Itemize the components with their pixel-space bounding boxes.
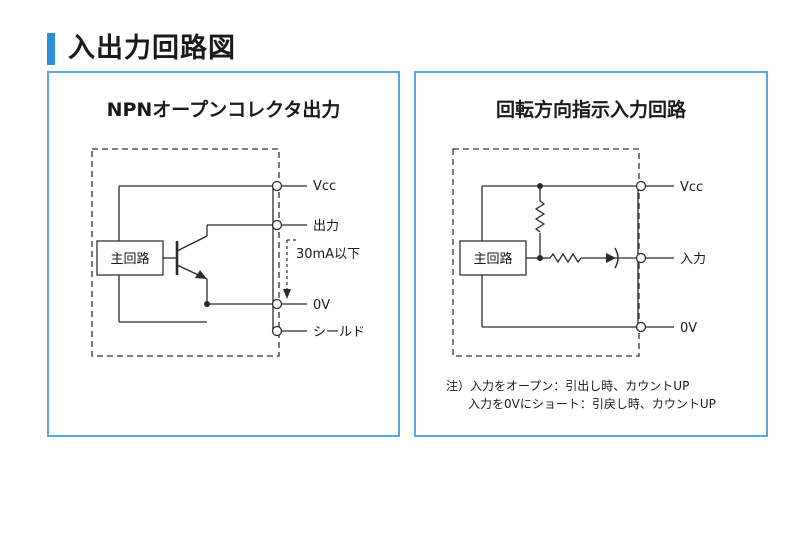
terminal-label-vcc: Vcc bbox=[680, 180, 703, 195]
terminal-label-0v: 0V bbox=[680, 321, 697, 336]
main-circuit-label: 主回路 bbox=[110, 251, 149, 267]
terminal-label-0v: 0V bbox=[313, 298, 330, 313]
npn-circuit-diagram: 主回路 bbox=[91, 148, 365, 357]
title-accent-bar bbox=[47, 33, 55, 65]
terminal-circles bbox=[635, 180, 647, 333]
note-line-1: 注）入力をオープン：引出し時、カウントUP bbox=[446, 379, 690, 393]
current-arrow bbox=[283, 289, 291, 299]
main-circuit-label: 主回路 bbox=[473, 251, 512, 267]
terminal-label-shield: シールド bbox=[313, 325, 365, 340]
enclosure-dashed-box bbox=[91, 148, 280, 357]
terminal-circles bbox=[271, 180, 283, 337]
terminal-label-output: 出力 bbox=[313, 219, 339, 234]
enclosure-dashed-box bbox=[452, 148, 640, 357]
diode-arrow bbox=[606, 253, 616, 263]
wires bbox=[118, 185, 307, 332]
panel-title-npn: NPNオープンコレクタ出力 bbox=[106, 99, 341, 121]
panel-title-direction: 回転方向指示入力回路 bbox=[495, 99, 686, 121]
direction-input-panel: 回転方向指示入力回路 主回路 bbox=[414, 71, 768, 437]
emitter-arrow bbox=[195, 270, 207, 279]
terminal-label-input: 入力 bbox=[680, 252, 706, 267]
terminal-label-vcc: Vcc bbox=[313, 179, 336, 194]
current-dashed-line bbox=[286, 239, 296, 291]
note-line-2: 入力を0Vにショート：引戻し時、カウントUP bbox=[468, 397, 716, 411]
current-limit-label: 30mA以下 bbox=[296, 247, 360, 262]
npn-transistor-symbol bbox=[175, 235, 208, 280]
npn-output-panel: NPNオープンコレクタ出力 主回路 bbox=[47, 71, 400, 437]
direction-input-circuit-diagram: 主回路 Vcc 入力 0V bbox=[452, 148, 706, 357]
junction-dot bbox=[204, 301, 210, 307]
junction-dot-mid bbox=[537, 255, 543, 261]
junction-dot-top bbox=[537, 183, 543, 189]
page-title: 入出力回路図 bbox=[68, 33, 236, 64]
